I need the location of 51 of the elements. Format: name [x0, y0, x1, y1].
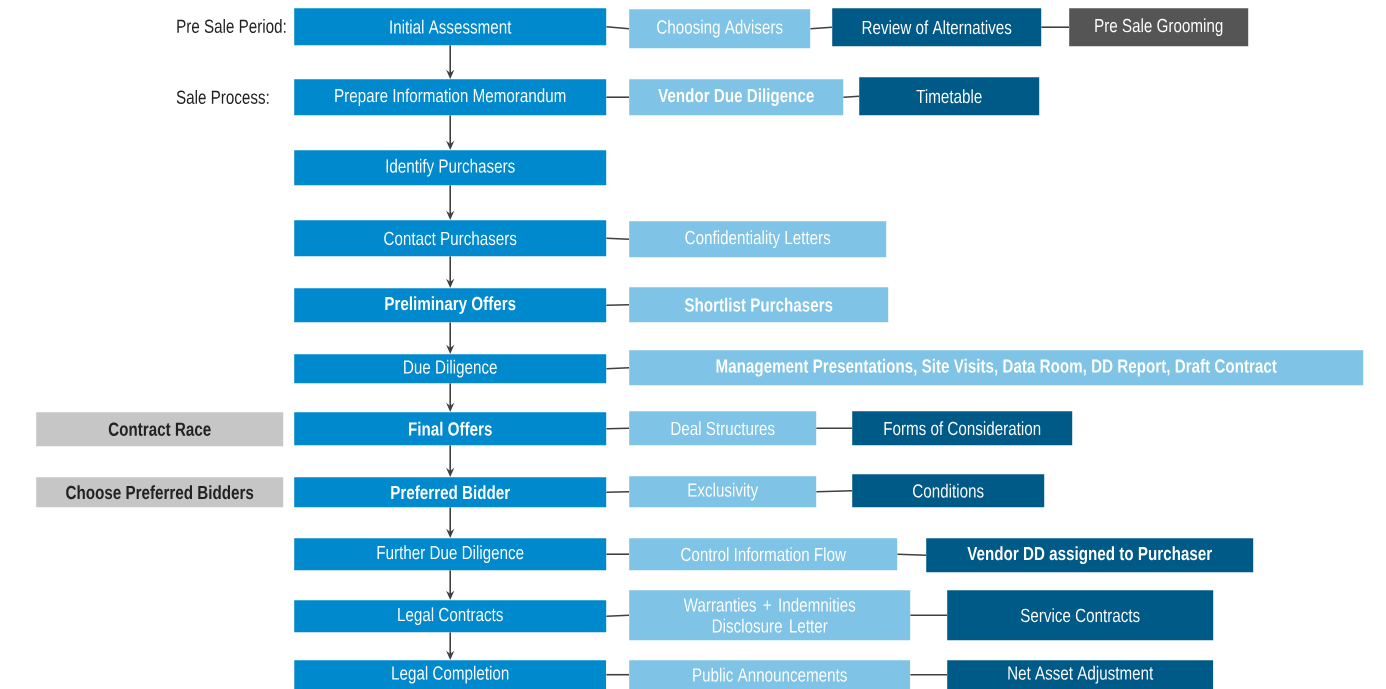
phase-label: Sale Process:: [176, 90, 269, 104]
process-box: Legal Completion: [294, 660, 607, 689]
detail-box: Timetable: [859, 77, 1040, 116]
detail-box: Confidentiality Letters: [629, 221, 887, 258]
connector-line: [605, 427, 630, 430]
process-box: Final Offers: [294, 412, 607, 446]
detail-box: Control Information Flow: [629, 538, 898, 571]
detail-box: Vendor Due Diligence: [629, 79, 844, 116]
process-box: Further Due Diligence: [294, 538, 607, 571]
process-box: Initial Assessment: [294, 8, 607, 46]
connector-line: [605, 366, 630, 370]
connector-line: [605, 490, 630, 493]
phase-label: Pre Sale Period:: [177, 19, 286, 33]
connector-line: [809, 26, 833, 30]
detail-box: Service Contracts: [947, 590, 1214, 641]
stage-box: Choose Preferred Bidders: [36, 477, 284, 508]
connector-line: [605, 553, 630, 555]
process-box: Legal Contracts: [294, 600, 607, 633]
connector-line: [909, 614, 948, 616]
process-box: Prepare Information Memorandum: [294, 79, 607, 116]
connector-line: [909, 673, 948, 676]
connector-line: [605, 96, 630, 98]
connector-line: [815, 489, 853, 493]
process-box: Preferred Bidder: [294, 477, 607, 508]
detail-box: Deal Structures: [629, 411, 817, 446]
connector-line: [605, 614, 630, 617]
connector-line: [605, 237, 630, 240]
connector-line: [896, 553, 927, 556]
detail-box: Conditions: [852, 474, 1045, 508]
detail-box: Public Announcements: [629, 660, 911, 689]
process-box: Identify Purchasers: [294, 150, 607, 186]
connector-line: [842, 95, 860, 98]
detail-box: Shortlist Purchasers: [629, 287, 889, 323]
detail-box: Net Asset Adjustment: [947, 660, 1214, 689]
detail-box: Warranties + Indemnities Disclosure Letter: [629, 590, 911, 641]
process-box: Preliminary Offers: [294, 288, 607, 323]
detail-box: Choosing Advisers: [629, 9, 811, 49]
detail-box: Review of Alternatives: [832, 8, 1042, 47]
connector-line: [1040, 26, 1070, 28]
connector-line: [605, 25, 630, 30]
detail-box: Management Presentations, Site Visits, Data Room, DD Report, Draft Contract: [629, 350, 1364, 386]
connector-line: [815, 427, 853, 429]
process-box: Due Diligence: [294, 354, 607, 384]
connector-line: [605, 303, 630, 306]
detail-box: Pre Sale Grooming: [1069, 8, 1249, 47]
detail-box: Vendor DD assigned to Purchaser: [926, 538, 1254, 573]
process-box: Contact Purchasers: [294, 220, 607, 257]
detail-box: Forms of Consideration: [852, 411, 1073, 446]
stage-box: Contract Race: [36, 412, 284, 447]
connector-line: [605, 673, 630, 676]
detail-box: Exclusivity: [629, 476, 817, 508]
